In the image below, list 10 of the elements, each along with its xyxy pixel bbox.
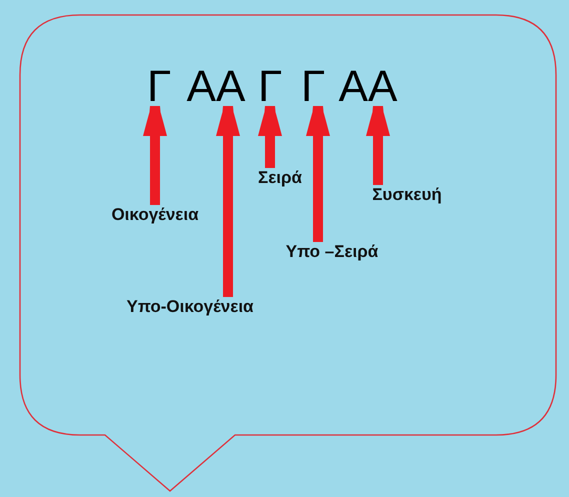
category-label: Σειρά (258, 168, 302, 188)
category-label: Υπο-Οικογένεια (126, 297, 254, 317)
category-label: Οικογένεια (111, 205, 199, 225)
code-letter: Γ (147, 68, 169, 106)
code-letter: Γ (258, 68, 282, 106)
code-letter: ΑΑ (184, 68, 248, 106)
category-label: Υπο –Σειρά (286, 242, 378, 262)
category-label: Συσκευή (372, 185, 442, 205)
code-letter: ΑΑ (337, 68, 399, 106)
code-letter: Γ (301, 68, 325, 106)
